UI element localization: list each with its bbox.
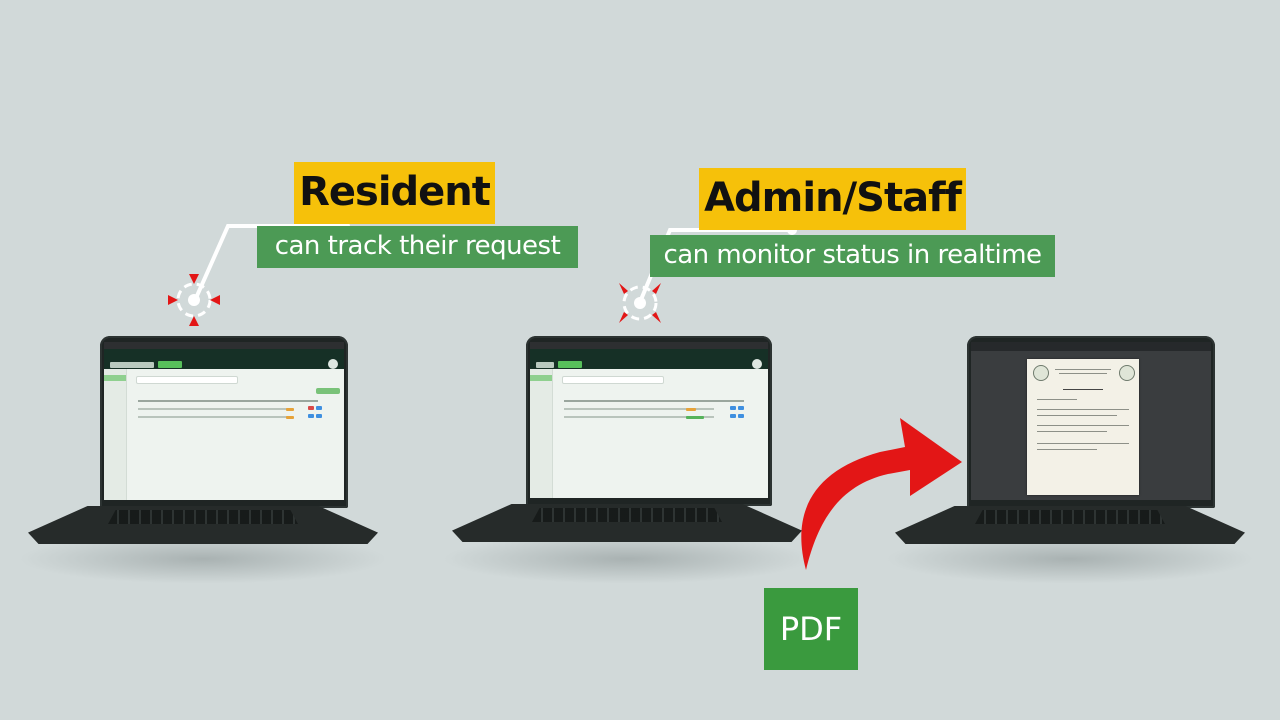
pdf-document-screen xyxy=(971,342,1211,500)
resident-subtitle-tag: can track their request xyxy=(257,226,578,268)
admin-subtitle-tag: can monitor status in realtime xyxy=(650,235,1055,277)
admin-title-tag: Admin/Staff xyxy=(699,168,966,230)
admin-connector-line xyxy=(638,228,792,303)
curved-arrow-icon xyxy=(801,418,962,570)
resident-dashboard-screen xyxy=(104,342,344,500)
pdf-label: PDF xyxy=(764,588,858,670)
resident-title-tag: Resident xyxy=(294,162,495,224)
admin-dashboard-screen xyxy=(530,342,768,498)
laptop-pdf xyxy=(885,334,1255,584)
laptop-admin xyxy=(442,334,812,584)
target-marker-icon xyxy=(619,283,661,323)
pdf-document-page xyxy=(1027,359,1139,495)
laptop-resident xyxy=(18,334,388,584)
target-marker-icon xyxy=(168,274,220,326)
